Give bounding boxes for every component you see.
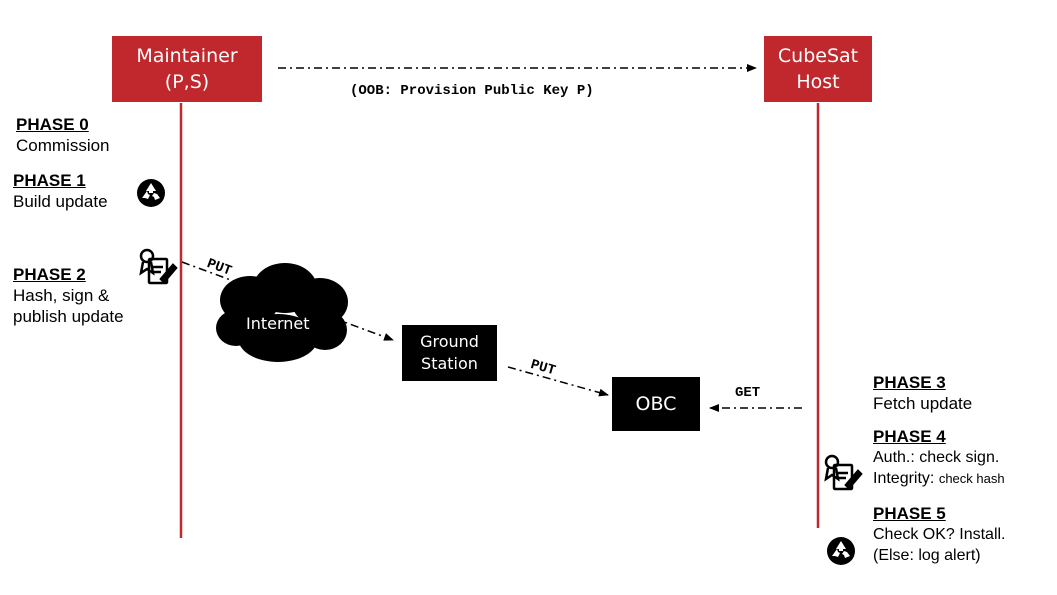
phase-2-line2: publish update — [13, 307, 124, 326]
phase-5-title: PHASE 5 — [873, 504, 946, 523]
phase-2-title: PHASE 2 — [13, 265, 86, 284]
phase-2: PHASE 2 Hash, sign & publish update — [13, 264, 124, 327]
ground-station-line2: Station — [421, 354, 478, 373]
certificate-icon — [139, 248, 178, 285]
ground-station-line1: Ground — [420, 332, 479, 351]
phase-5-line2: (Else: log alert) — [873, 547, 981, 564]
phase-4-line2-a: Integrity: — [873, 470, 939, 487]
maintainer-box: Maintainer (P,S) — [112, 36, 262, 102]
maintainer-label: Maintainer — [136, 45, 238, 67]
oob-label: (OOB: Provision Public Key P) — [350, 83, 594, 99]
phase-3-text: Fetch update — [873, 394, 973, 413]
obc-box: OBC — [612, 377, 700, 431]
recycle-icon — [137, 179, 165, 207]
host-label-line1: CubeSat — [777, 45, 859, 67]
phase-2-line1: Hash, sign & — [13, 286, 110, 305]
obc-label: OBC — [635, 393, 677, 415]
phase-0-text: Commission — [16, 136, 110, 155]
get-label: GET — [735, 385, 761, 401]
phase-1: PHASE 1 Build update — [13, 170, 108, 212]
internet-label: Internet — [246, 314, 310, 333]
host-label-line2: Host — [796, 71, 840, 93]
phase-5-line1: Check OK? Install. — [873, 526, 1006, 543]
put-arrow-internet — [181, 261, 394, 341]
phase-4-line1: Auth.: check sign. — [873, 449, 1000, 466]
internet-cloud — [216, 263, 348, 362]
phase-4-line2: Integrity: check hash — [873, 468, 1005, 489]
phase-4-title: PHASE 4 — [873, 427, 946, 446]
host-box: CubeSat Host — [764, 36, 872, 102]
phase-0-title: PHASE 0 — [16, 115, 89, 134]
phase-3-title: PHASE 3 — [873, 373, 946, 392]
phase-3: PHASE 3 Fetch update — [873, 372, 972, 414]
put-arrow-obc — [507, 366, 609, 397]
phase-1-title: PHASE 1 — [13, 171, 86, 190]
certificate-icon — [824, 454, 863, 491]
phase-4: PHASE 4 Auth.: check sign. Integrity: ch… — [873, 426, 1005, 489]
phase-5: PHASE 5 Check OK? Install. (Else: log al… — [873, 503, 1006, 566]
phase-1-text: Build update — [13, 192, 108, 211]
ground-station-box: Ground Station — [402, 325, 497, 381]
maintainer-keys: (P,S) — [164, 71, 210, 93]
recycle-icon — [827, 537, 855, 565]
phase-4-line2-b: check hash — [938, 471, 1005, 486]
phase-0: PHASE 0 Commission — [16, 114, 110, 156]
